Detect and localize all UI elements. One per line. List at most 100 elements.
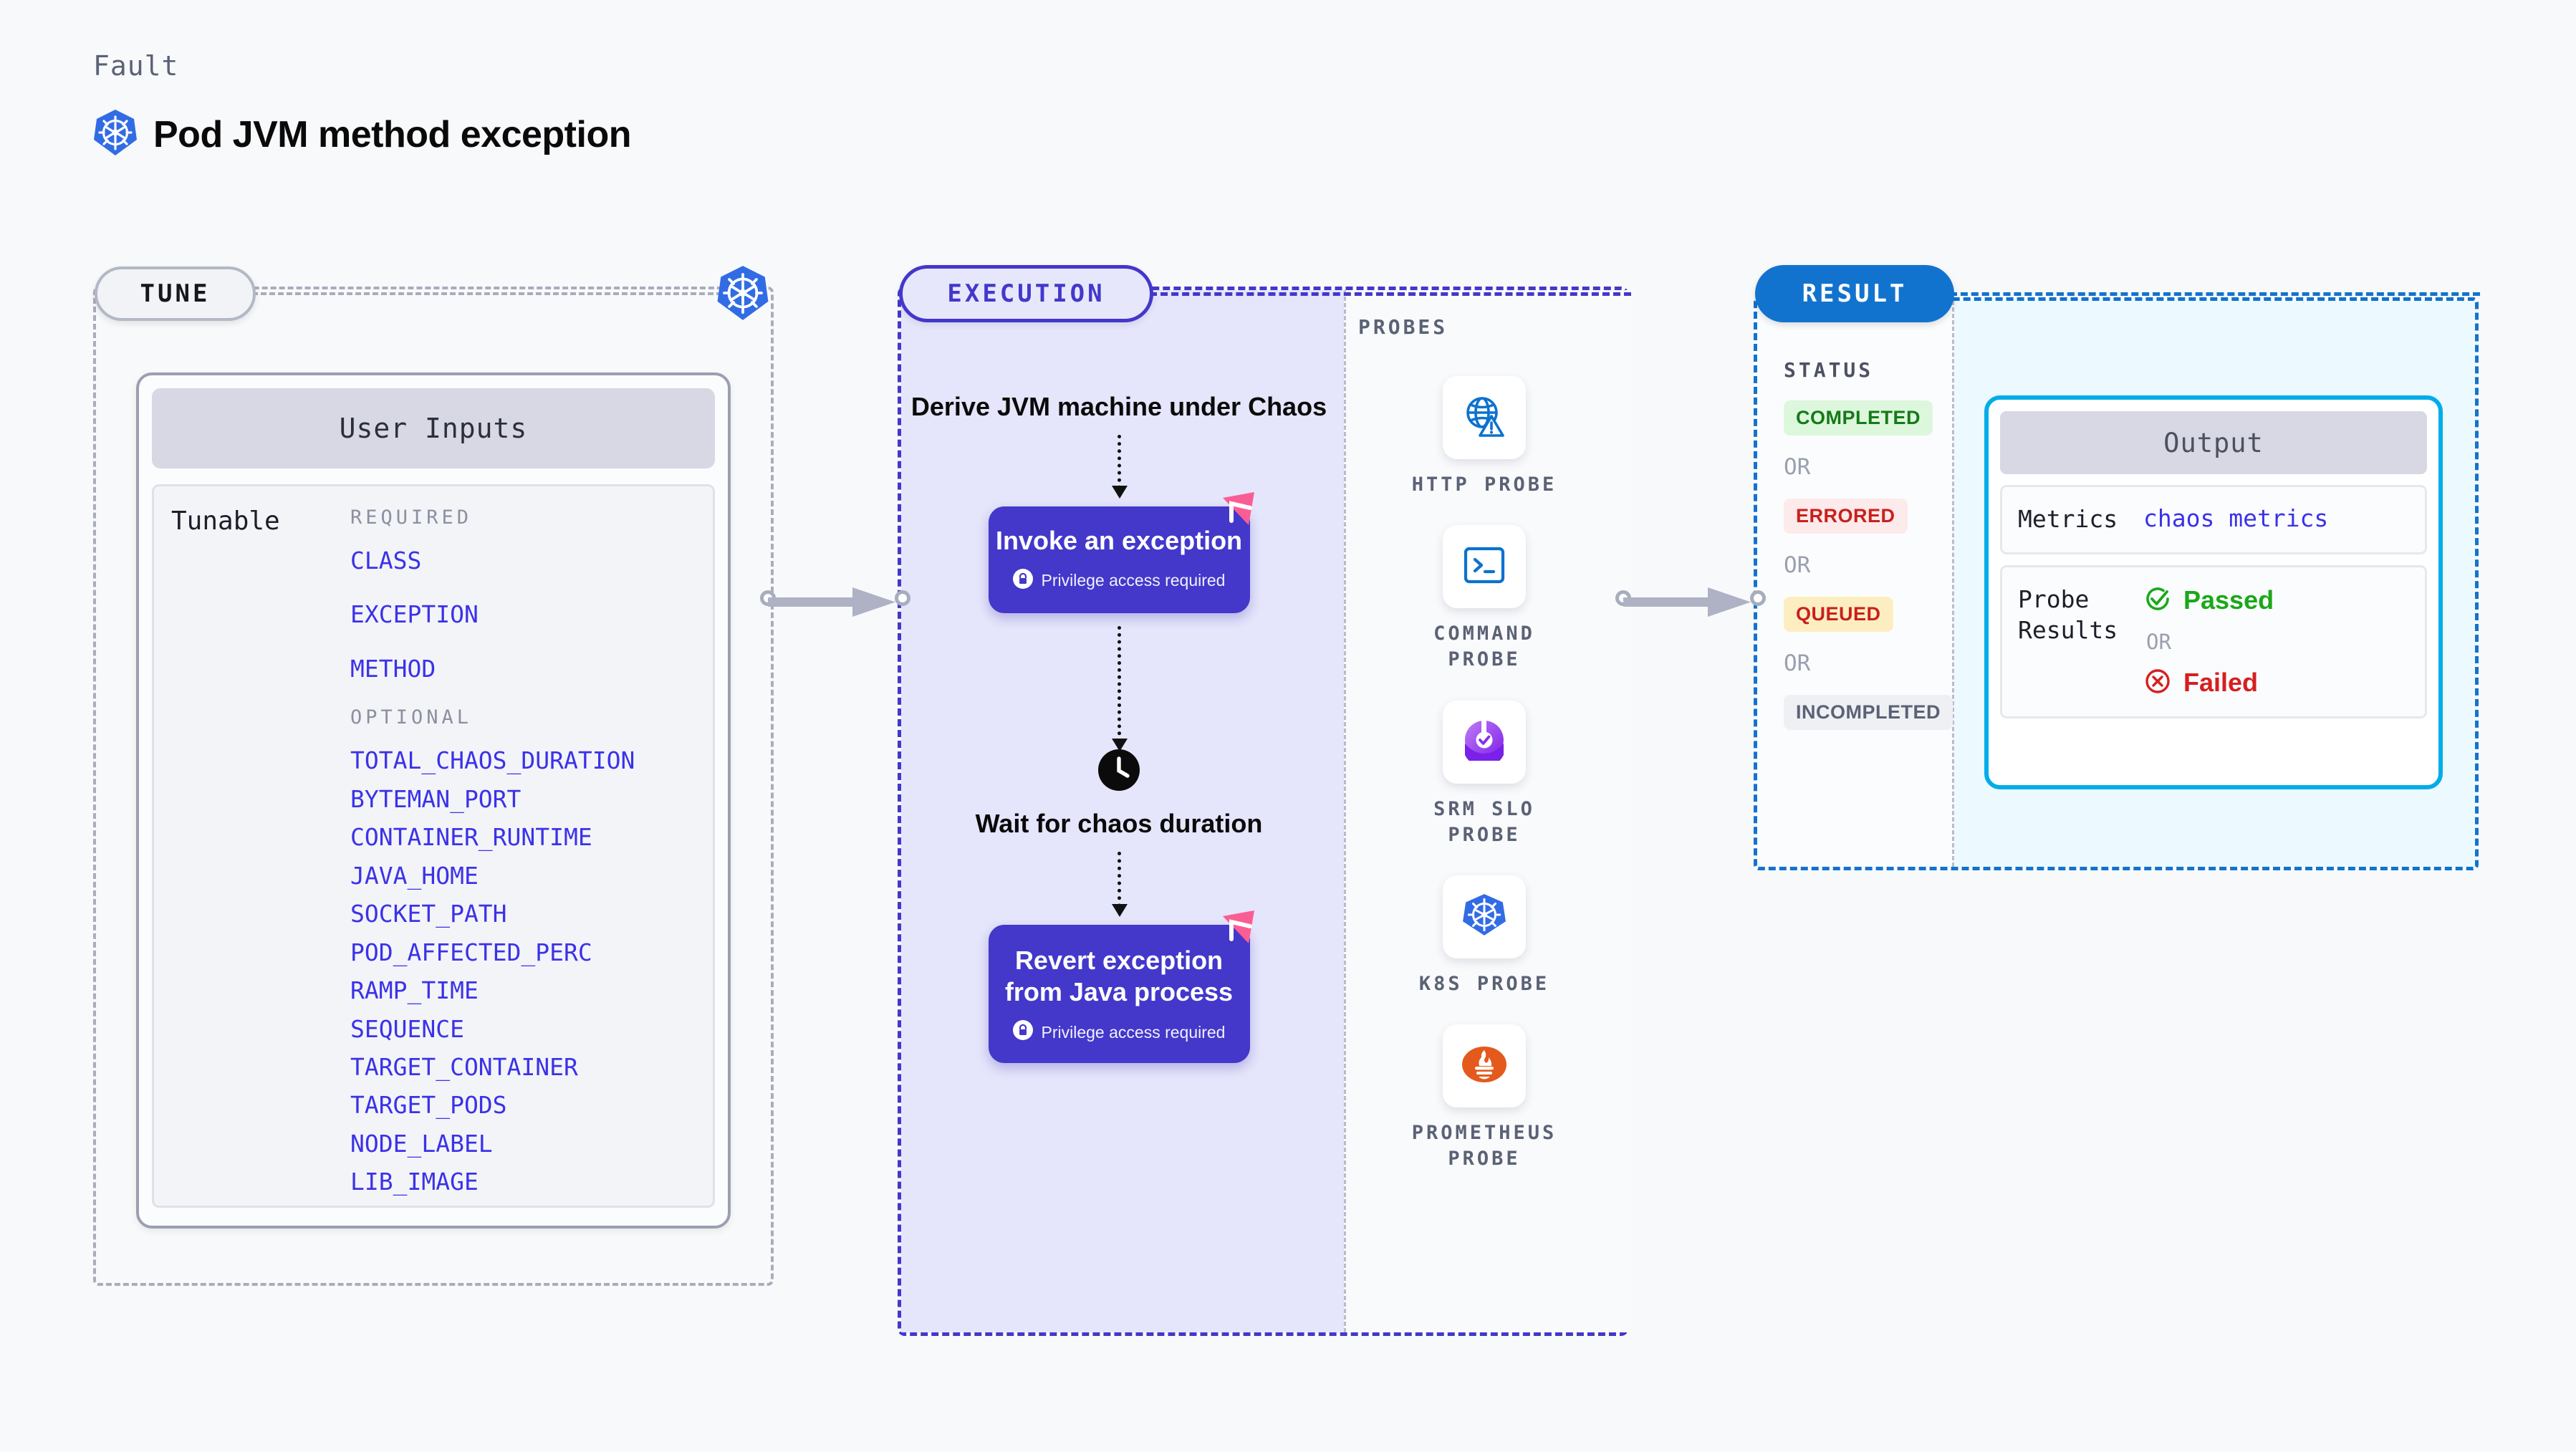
probe-result-failed: Failed <box>2143 667 2274 699</box>
param-java-home[interactable]: JAVA_HOME <box>350 861 479 890</box>
execution-dashed-line <box>1150 292 1631 296</box>
param-container-runtime[interactable]: CONTAINER_RUNTIME <box>350 823 592 852</box>
passed-label: Passed <box>2183 585 2274 615</box>
param-pod-affected-perc[interactable]: POD_AFFECTED_PERC <box>350 938 592 966</box>
param-class[interactable]: CLASS <box>350 547 422 574</box>
probe-tile <box>1443 376 1526 459</box>
probe-http[interactable]: HTTP PROBE <box>1391 376 1577 498</box>
probe-results-values: Passed OR Failed <box>2143 585 2274 699</box>
probe-label: PROMETHEUS PROBE <box>1411 1122 1557 1170</box>
probes-column: PROBES <box>1340 287 1628 1336</box>
status-badge-incompleted: INCOMPLETED <box>1784 695 1953 730</box>
probe-label: COMMAND PROBE <box>1433 622 1535 671</box>
result-status-fill <box>1757 301 1954 867</box>
probe-tile <box>1443 700 1526 784</box>
derive-step-label: Derive JVM machine under Chaos <box>910 392 1327 421</box>
execution-flow: Derive JVM machine under Chaos Invoke an… <box>898 287 1340 1336</box>
user-inputs-card: User Inputs Tunable REQUIRED CLASS EXCEP… <box>136 372 731 1229</box>
output-probe-results-row: Probe Results Passed OR <box>2000 564 2427 718</box>
optional-heading: OPTIONAL <box>350 706 473 729</box>
param-node-label[interactable]: NODE_LABEL <box>350 1129 493 1158</box>
param-exception[interactable]: EXCEPTION <box>350 600 479 629</box>
param-ramp-time[interactable]: RAMP_TIME <box>350 976 479 1005</box>
srm-slo-icon <box>1461 719 1508 767</box>
status-heading: STATUS <box>1784 358 1874 382</box>
or-separator: OR <box>1784 650 1811 676</box>
required-heading: REQUIRED <box>350 506 473 529</box>
probe-label: SRM SLO PROBE <box>1433 797 1535 846</box>
check-circle-icon <box>2143 585 2172 617</box>
wait-step-label: Wait for chaos duration <box>975 808 1263 838</box>
param-target-pods[interactable]: TARGET_PODS <box>350 1091 507 1120</box>
privilege-note: Privilege access required <box>989 1020 1250 1044</box>
output-card: Output Metrics chaos metrics Probe Resul… <box>1984 395 2443 789</box>
or-separator: OR <box>2146 629 2171 654</box>
stage-pill-result[interactable]: RESULT <box>1755 265 1954 322</box>
param-socket-path[interactable]: SOCKET_PATH <box>350 900 507 928</box>
or-separator: OR <box>1784 454 1811 480</box>
param-sequence[interactable]: SEQUENCE <box>350 1014 464 1043</box>
connector-end-dot <box>1750 590 1766 606</box>
status-badge-queued: QUEUED <box>1784 597 1893 632</box>
privilege-note: Privilege access required <box>989 568 1250 593</box>
step-revert-exception[interactable]: Revert exception from Java process Privi… <box>988 910 1254 1064</box>
litmus-logo-icon <box>1217 908 1260 948</box>
flow-arrow <box>1111 851 1128 917</box>
page-header: Fault <box>93 50 631 160</box>
privilege-text: Privilege access required <box>1041 1022 1226 1042</box>
user-inputs-title: User Inputs <box>152 388 715 468</box>
tunable-label: Tunable <box>171 506 280 536</box>
metrics-key: Metrics <box>2018 505 2118 533</box>
probe-tile <box>1443 1024 1526 1108</box>
stage-pill-execution[interactable]: EXECUTION <box>899 265 1153 322</box>
tunable-section: Tunable REQUIRED CLASS EXCEPTION METHOD … <box>152 484 715 1208</box>
step-revert-title: Revert exception from Java process <box>1004 945 1234 1007</box>
probe-srm-slo[interactable]: SRM SLO PROBE <box>1391 700 1577 848</box>
status-badge-errored: ERRORED <box>1784 499 1908 534</box>
wait-step: Wait for chaos duration <box>975 749 1263 840</box>
result-dashed-line <box>1950 292 2480 296</box>
litmus-logo-icon <box>1217 489 1260 529</box>
metrics-value[interactable]: chaos metrics <box>2143 504 2329 532</box>
stage-pill-tune[interactable]: TUNE <box>95 266 256 321</box>
output-title: Output <box>2000 411 2427 474</box>
param-lib-image[interactable]: LIB_IMAGE <box>350 1168 479 1196</box>
result-status-column: STATUS COMPLETED OR ERRORED OR QUEUED OR… <box>1784 358 1963 730</box>
fault-eyebrow-label: Fault <box>93 50 179 82</box>
flow-arrow <box>1111 435 1128 499</box>
probe-label: HTTP PROBE <box>1411 473 1557 496</box>
execution-fill <box>901 290 1344 1332</box>
param-target-container[interactable]: TARGET_CONTAINER <box>350 1052 578 1081</box>
kubernetes-icon <box>1461 893 1507 940</box>
terminal-icon <box>1463 545 1506 589</box>
clock-icon <box>1098 749 1140 794</box>
flow-arrow <box>1111 625 1128 751</box>
probes-list: HTTP PROBE COMMAND PROBE <box>1340 376 1628 1172</box>
param-total-chaos-duration[interactable]: TOTAL_CHAOS_DURATION <box>350 746 635 775</box>
x-circle-icon <box>2143 667 2172 699</box>
probe-label: K8S PROBE <box>1418 972 1550 995</box>
param-byteman-port[interactable]: BYTEMAN_PORT <box>350 784 522 813</box>
probe-prometheus[interactable]: PROMETHEUS PROBE <box>1391 1024 1577 1172</box>
status-badge-completed: COMPLETED <box>1784 400 1933 436</box>
probe-command[interactable]: COMMAND PROBE <box>1391 525 1577 673</box>
output-metrics-row: Metrics chaos metrics <box>2000 485 2427 554</box>
step-invoke-exception[interactable]: Invoke an exception Privilege access req… <box>988 492 1254 613</box>
probes-heading: PROBES <box>1358 315 1448 339</box>
connector-end-dot <box>895 590 910 606</box>
or-separator: OR <box>1784 552 1811 578</box>
lock-icon <box>1012 1020 1033 1044</box>
probe-tile <box>1443 525 1526 609</box>
probes-fill <box>1344 290 1632 1332</box>
kubernetes-icon <box>93 109 138 160</box>
probe-results-key: Probe Results <box>2018 585 2118 644</box>
privilege-text: Privilege access required <box>1041 571 1226 590</box>
tune-dashed-line <box>252 292 739 295</box>
prometheus-icon <box>1461 1044 1508 1088</box>
step-invoke-title: Invoke an exception <box>995 526 1243 556</box>
failed-label: Failed <box>2183 668 2259 698</box>
probe-k8s[interactable]: K8S PROBE <box>1391 875 1577 997</box>
probe-tile <box>1443 875 1526 958</box>
lock-icon <box>1012 568 1033 593</box>
param-method[interactable]: METHOD <box>350 654 436 683</box>
